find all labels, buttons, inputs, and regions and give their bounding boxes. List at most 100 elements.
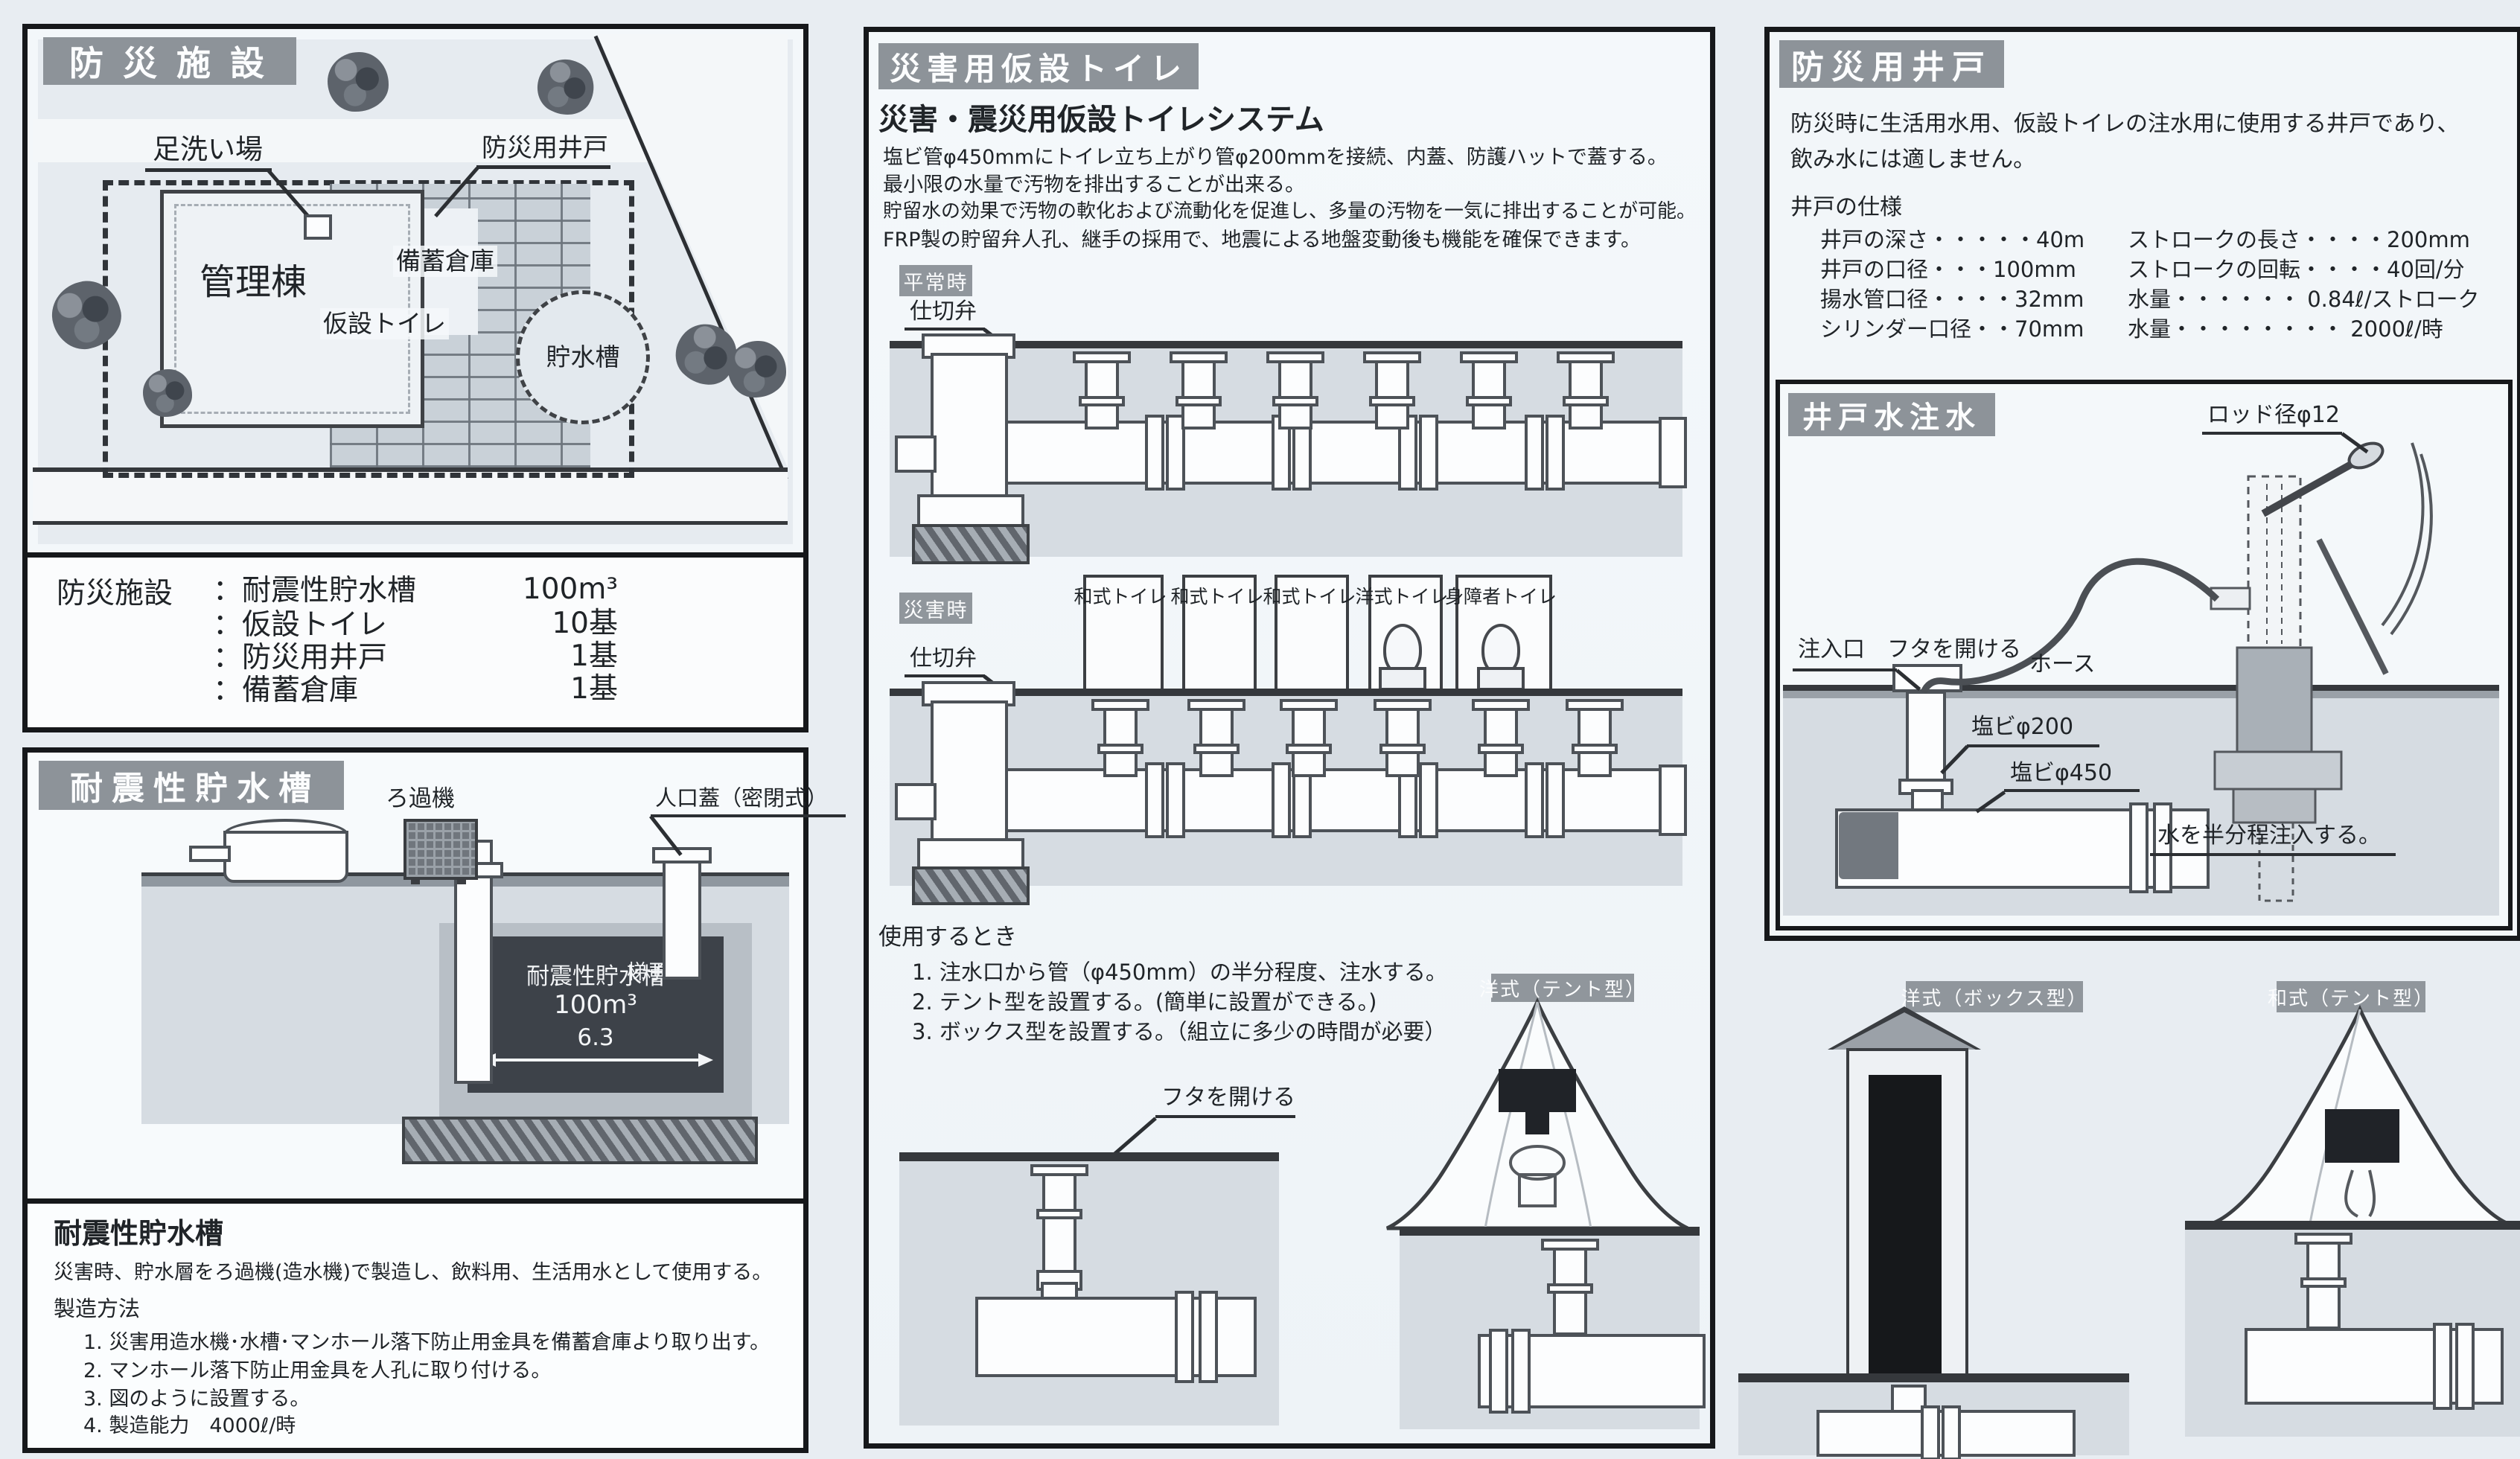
box-toilet-roof-inner bbox=[1833, 1012, 1976, 1050]
manhole-body bbox=[931, 700, 1008, 844]
manhole-spigot bbox=[895, 435, 937, 473]
injection-note-underline bbox=[2150, 853, 2396, 856]
injection-ground-line bbox=[1783, 685, 2499, 691]
valve-label: 仕切弁 bbox=[910, 645, 977, 671]
rod-underline bbox=[2202, 432, 2342, 435]
western-box-badge: 洋式（ボックス型） bbox=[1901, 981, 2087, 1012]
disaster-ground-line bbox=[890, 689, 1682, 696]
tank-width-label: 6.3 bbox=[577, 1024, 614, 1051]
tank-name-label: 耐震性貯水槽 bbox=[526, 963, 665, 990]
well-spec: シリンダー口径・・70mm bbox=[1820, 316, 2084, 342]
pipe-joint bbox=[1199, 1291, 1218, 1383]
small-tank-body bbox=[223, 831, 348, 883]
well-desc-line: 飲み水には適しません。 bbox=[1790, 147, 2036, 173]
ladder-label: 梯子 bbox=[627, 961, 667, 984]
stall-label: 和式トイレ bbox=[1074, 586, 1167, 607]
well-spec: ストロークの回転・・・・40回/分 bbox=[2128, 257, 2465, 282]
facility-table-title: 防災施設 bbox=[57, 577, 173, 610]
toilet-paragraph-line: FRP製の貯留弁人孔、継手の採用で、地震による地盤変動後も機能を確保できます。 bbox=[883, 229, 1641, 252]
inlet-label: 注入口 フタを開ける bbox=[1798, 636, 2021, 663]
pvc200-label: 塩ビφ200 bbox=[1971, 714, 2074, 740]
well-spec: 水量・・・・・・・・ 2000ℓ/時 bbox=[2128, 316, 2443, 342]
manhole-spigot bbox=[895, 783, 937, 820]
tank-text-desc: 災害時、貯水層をろ過機(造水機)で製造し、飲料用、生活用水として使用する。 bbox=[54, 1261, 773, 1284]
facility-table-box bbox=[22, 552, 808, 732]
usage-title: 使用するとき bbox=[878, 924, 1017, 951]
western-toilet-base bbox=[1379, 667, 1426, 691]
hose-label: ホース bbox=[2029, 651, 2096, 677]
toilet-riser bbox=[1073, 351, 1131, 430]
toilet-paragraph-line: 最小限の水量で汚物を排出することが出来る。 bbox=[883, 173, 1305, 197]
facility-row-value: 1基 bbox=[570, 639, 618, 673]
tank-method-step: 2. マンホール落下防止用金具を人孔に取り付ける。 bbox=[83, 1359, 552, 1382]
toilet-riser bbox=[1363, 351, 1421, 430]
valve-underline bbox=[905, 674, 985, 677]
pipe-open-end bbox=[1839, 812, 1898, 879]
inlet-riser bbox=[1906, 691, 1946, 786]
stall-label: 和式トイレ bbox=[1170, 586, 1264, 607]
pvc450-underline bbox=[2004, 789, 2140, 792]
tree-icon bbox=[143, 369, 192, 417]
tank-dimension-line bbox=[485, 1059, 706, 1061]
facility-row-name: ：耐震性貯水槽 bbox=[213, 574, 417, 607]
toilet-paragraph-line: 貯留水の効果で汚物の軟化および流動化を促進し、多量の汚物を一気に排出することが可… bbox=[883, 200, 1697, 223]
well-spec-title: 井戸の仕様 bbox=[1790, 194, 1902, 220]
site-well-label: 防災用井戸 bbox=[482, 133, 608, 163]
facility-row-value: 10基 bbox=[552, 607, 618, 640]
pipe-joint bbox=[1921, 1405, 1940, 1459]
facility-row-name: ：仮設トイレ bbox=[213, 608, 388, 642]
toilet-stall bbox=[1182, 575, 1257, 695]
small-tank-spigot bbox=[189, 846, 231, 862]
toilet-riser bbox=[1170, 351, 1228, 430]
road-line-bottom bbox=[33, 521, 788, 525]
illus4-ground-line bbox=[2185, 1221, 2520, 1230]
tree-icon bbox=[328, 52, 389, 112]
filter-leg bbox=[457, 877, 466, 884]
cistern-circle: 貯水槽 bbox=[516, 290, 650, 424]
well-spec: ストロークの長さ・・・・200mm bbox=[2128, 227, 2470, 252]
pipe-joint bbox=[2129, 802, 2149, 893]
pvc200-underline bbox=[1967, 744, 2099, 747]
pipe-end-cap bbox=[1659, 764, 1687, 836]
disaster-time-badge: 災害時 bbox=[899, 593, 972, 624]
normal-main-pipe bbox=[1005, 421, 1685, 485]
rod-label: ロッド径φ12 bbox=[2207, 402, 2340, 428]
toilet-riser bbox=[1187, 699, 1245, 777]
pipe-joint bbox=[1272, 762, 1291, 838]
injection-panel-header: 井戸水注水 bbox=[1788, 393, 1995, 436]
foot-wash-pit bbox=[304, 214, 332, 240]
tree-icon bbox=[728, 341, 786, 398]
illus2-riser bbox=[1541, 1239, 1599, 1335]
cistern-label: 貯水槽 bbox=[546, 342, 620, 372]
open-lid-label: フタを開ける bbox=[1161, 1085, 1295, 1111]
western-tent-illustration bbox=[1385, 997, 1689, 1230]
toilet-riser bbox=[1091, 699, 1149, 777]
tank-riser-pipe bbox=[454, 840, 493, 1084]
tank-method-step: 1. 災害用造水機･水槽･マンホール落下防止用金具を備蓄倉庫より取り出す。 bbox=[83, 1331, 771, 1354]
illus1-ground-line bbox=[899, 1152, 1279, 1161]
pipe-joint bbox=[1166, 415, 1185, 491]
toilet-panel-header: 災害用仮設トイレ bbox=[878, 43, 1199, 89]
tank-capacity-label: 100m³ bbox=[554, 990, 637, 1020]
box-toilet-door bbox=[1869, 1075, 1942, 1376]
facility-row-value: 1基 bbox=[570, 672, 618, 706]
toilet-stall bbox=[1275, 575, 1349, 695]
well-panel-header: 防災用井戸 bbox=[1779, 40, 2004, 88]
site-panel-header: 防災施設 bbox=[43, 37, 296, 85]
disaster-main-pipe bbox=[1005, 768, 1685, 832]
pipe-joint bbox=[1145, 762, 1164, 838]
hand-pump-illustration bbox=[1920, 441, 2433, 902]
stall-label: 和式トイレ bbox=[1263, 586, 1356, 607]
well-spec: 水量・・・・・・ 0.84ℓ/ストローク bbox=[2128, 287, 2480, 312]
pipe-joint bbox=[1546, 415, 1565, 491]
toilet-paragraph-line: 塩ビ管φ450mmにトイレ立ち上がり管φ200mmを接続、内蓋、防護ハットで蓋す… bbox=[883, 146, 1668, 169]
illus2-ground-line bbox=[1400, 1227, 1700, 1236]
manhole-gravel bbox=[912, 866, 1030, 905]
facility-row-name: ：防災用井戸 bbox=[213, 641, 388, 674]
pipe-joint bbox=[1525, 415, 1544, 491]
facility-row-value: 100m³ bbox=[522, 572, 618, 606]
usage-step: 1. 注水口から管（φ450mm）の半分程度、注水する。 bbox=[912, 960, 1447, 985]
well-spec: 揚水管口径・・・・32mm bbox=[1820, 287, 2084, 312]
toilet-riser bbox=[1266, 351, 1324, 430]
pipe-end-cap bbox=[1659, 417, 1687, 488]
